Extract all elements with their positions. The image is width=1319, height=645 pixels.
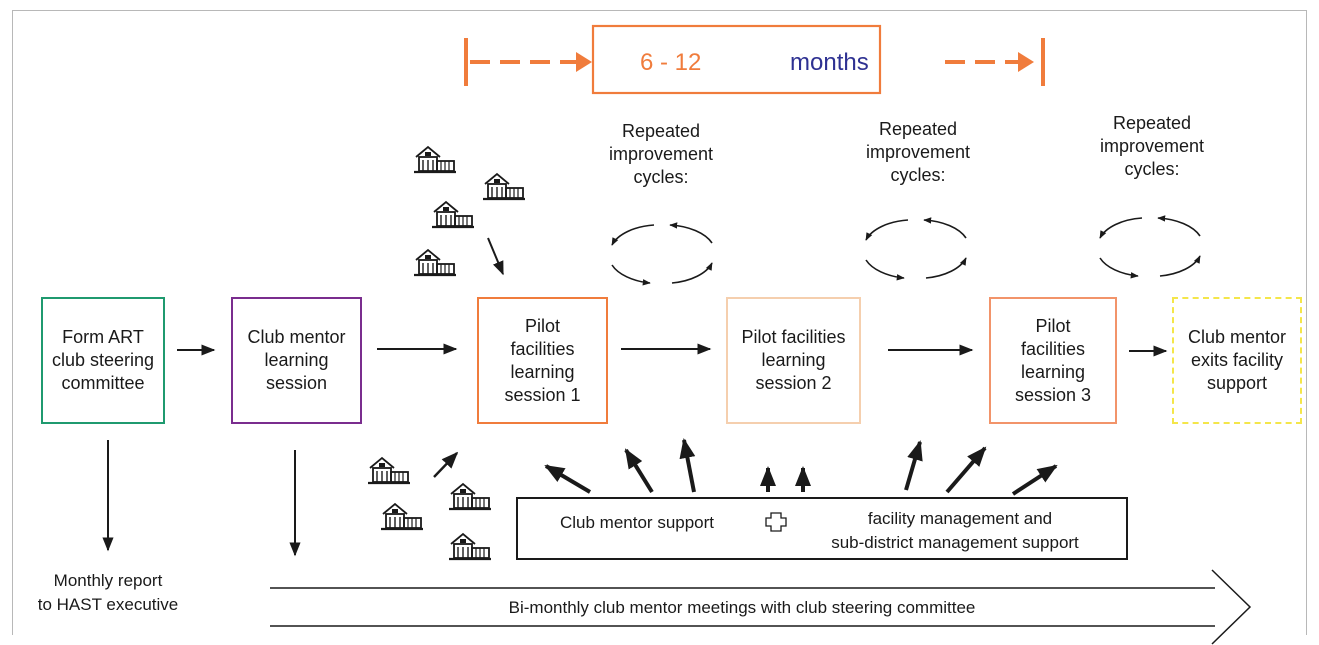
timeline-duration-unit: months — [790, 49, 869, 76]
timeline-bar: 6 - 12 months — [464, 24, 1045, 95]
facility-building-icon — [366, 456, 412, 485]
facility-building-icon — [412, 248, 458, 277]
cycle-label-3: Repeated improvement cycles: — [1099, 113, 1205, 179]
cycle-label-2: Repeated improvement cycles: — [865, 119, 971, 185]
facility-building-icon — [430, 200, 476, 229]
support-arrows — [544, 438, 1058, 496]
frame-left-border — [12, 10, 13, 635]
monthly-report-line2: to HAST executive — [38, 595, 178, 614]
facility-building-icon — [447, 482, 493, 511]
facility-building-icon — [481, 172, 527, 201]
timeline-duration-box — [591, 24, 882, 95]
facility-building-icon — [412, 145, 458, 174]
support-mentor-label: Club mentor support — [560, 513, 714, 532]
facility-building-icon — [447, 532, 493, 561]
cycle-label-1: Repeated improvement cycles: — [608, 121, 714, 187]
bimonthly-arrow — [270, 569, 1252, 645]
facility-to-pilot1-arrow — [433, 451, 459, 478]
facility-to-pilot1-arrow — [487, 237, 504, 276]
pilot-session-1-box: Pilot facilities learning session 1 — [477, 297, 608, 424]
improvement-cycle-3-icon — [1100, 218, 1200, 276]
improvement-cycle-1-icon — [612, 225, 712, 283]
pilot-session-2-box: Pilot facilities learning session 2 — [726, 297, 861, 424]
support-management-line2: sub-district management support — [831, 533, 1079, 552]
monthly-report-line1: Monthly report — [54, 571, 163, 590]
cross-link-icon — [765, 512, 787, 532]
timeline-right-arrowhead — [1018, 52, 1034, 72]
form-club-box: Form ART club steering committee — [41, 297, 165, 424]
mentor-learning-box: Club mentor learning session — [231, 297, 362, 424]
support-management-line1: facility management and — [868, 509, 1052, 528]
improvement-cycle-2-icon — [866, 220, 966, 278]
timeline-left-arrowhead — [576, 52, 592, 72]
pilot-session-3-box: Pilot facilities learning session 3 — [989, 297, 1117, 424]
facility-building-icon — [379, 502, 425, 531]
mentor-exits-box: Club mentor exits facility support — [1172, 297, 1302, 424]
bimonthly-label: Bi-monthly club mentor meetings with clu… — [509, 598, 976, 617]
support-box — [516, 497, 1128, 560]
timeline-duration-value: 6 - 12 — [640, 49, 701, 76]
diagram-frame — [12, 10, 1307, 635]
